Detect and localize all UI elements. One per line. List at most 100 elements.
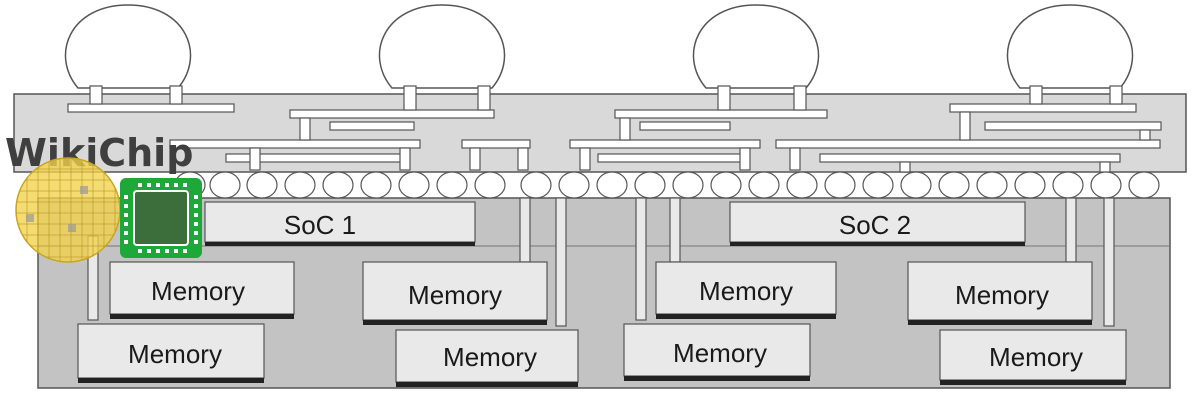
memory-die-2: Memory — [77, 323, 265, 383]
rdl-trace — [639, 121, 731, 131]
micro-bump — [900, 171, 932, 199]
via — [399, 147, 411, 171]
memory-die-body — [939, 329, 1127, 381]
via — [959, 111, 971, 141]
via — [739, 147, 751, 171]
memory-die-body — [109, 261, 295, 315]
solder-balls-top — [64, 4, 1134, 89]
micro-bumps — [174, 171, 1160, 199]
via — [249, 147, 261, 171]
memory-die-shadow — [656, 314, 836, 319]
solder-ball — [692, 4, 820, 89]
micro-bump — [1128, 171, 1160, 199]
rdl-trace — [569, 139, 761, 149]
rdl-trace — [169, 139, 421, 149]
rdl-trace — [461, 139, 531, 149]
rdl-trace — [597, 153, 749, 163]
micro-bump — [360, 171, 392, 199]
chip-icon — [120, 178, 202, 258]
memory-label: Memory — [699, 276, 793, 306]
memory-die-6: Memory — [623, 323, 811, 381]
rdl-trace — [67, 103, 235, 113]
micro-bump — [672, 171, 704, 199]
micro-bump — [938, 171, 970, 199]
soc-1-die — [204, 201, 476, 243]
memory-label: Memory — [151, 276, 245, 306]
micro-bump — [558, 171, 590, 199]
via — [579, 147, 591, 171]
via — [789, 147, 801, 171]
memory-die-shadow — [624, 376, 810, 381]
memory-die-shadow — [940, 380, 1126, 385]
solder-ball — [64, 4, 192, 89]
memory-die-body — [77, 323, 265, 379]
rdl-trace — [949, 103, 1137, 113]
memory-die-8: Memory — [939, 329, 1127, 385]
micro-bump — [824, 171, 856, 199]
micro-bump — [710, 171, 742, 199]
via — [403, 85, 417, 111]
tmv — [519, 197, 531, 263]
memory-die-shadow — [110, 314, 294, 319]
tmv — [1065, 197, 1077, 263]
rdl-trace — [614, 109, 828, 119]
soc-1: SoC 1 — [204, 201, 476, 246]
soc-2-die — [729, 201, 1026, 243]
rdl-trace — [289, 109, 495, 119]
tmv — [669, 197, 681, 263]
memory-die-3: Memory — [362, 261, 548, 325]
via — [1139, 129, 1151, 141]
via — [169, 85, 183, 105]
memory-label: Memory — [673, 338, 767, 368]
memory-label: Memory — [443, 342, 537, 372]
via — [1109, 85, 1123, 105]
micro-bump — [436, 171, 468, 199]
rdl-trace — [819, 153, 1121, 163]
micro-bump — [786, 171, 818, 199]
tmv — [635, 197, 647, 321]
micro-bump — [520, 171, 552, 199]
memory-die-1: Memory — [109, 261, 295, 319]
memory-die-5: Memory — [655, 261, 837, 319]
rdl-traces — [67, 103, 1162, 163]
micro-bump — [1090, 171, 1122, 199]
soc-2-shadow — [730, 242, 1025, 246]
memory-die-shadow — [363, 320, 547, 325]
via — [299, 117, 311, 141]
via — [1029, 85, 1043, 105]
memory-die-4: Memory — [395, 329, 579, 387]
memory-die-shadow — [78, 378, 264, 383]
micro-bump — [976, 171, 1008, 199]
tmv — [1103, 197, 1115, 327]
rdl-trace — [984, 121, 1162, 131]
memory-die-body — [907, 261, 1093, 321]
micro-bump — [634, 171, 666, 199]
memory-label: Memory — [955, 280, 1049, 310]
soc-1-label: SoC 1 — [284, 210, 356, 240]
memory-die-7: Memory — [907, 261, 1093, 325]
micro-bump — [1052, 171, 1084, 199]
rdl-vias — [89, 85, 1151, 173]
micro-bump — [748, 171, 780, 199]
memory-die-body — [623, 323, 811, 377]
memory-label: Memory — [128, 339, 222, 369]
via — [477, 85, 491, 111]
via — [469, 147, 481, 171]
via — [793, 85, 807, 111]
micro-bump — [862, 171, 894, 199]
via — [1099, 161, 1111, 173]
micro-bump — [1014, 171, 1046, 199]
memory-die-shadow — [396, 382, 578, 387]
solder-ball — [378, 4, 506, 89]
via — [899, 161, 911, 173]
micro-bump — [209, 171, 241, 199]
micro-bump — [596, 171, 628, 199]
via — [517, 147, 529, 171]
micro-bump — [322, 171, 354, 199]
rdl-trace — [329, 121, 415, 131]
micro-bump — [398, 171, 430, 199]
wikichip-watermark: WikiChip — [5, 131, 202, 263]
micro-bump — [284, 171, 316, 199]
memory-label: Memory — [408, 280, 502, 310]
